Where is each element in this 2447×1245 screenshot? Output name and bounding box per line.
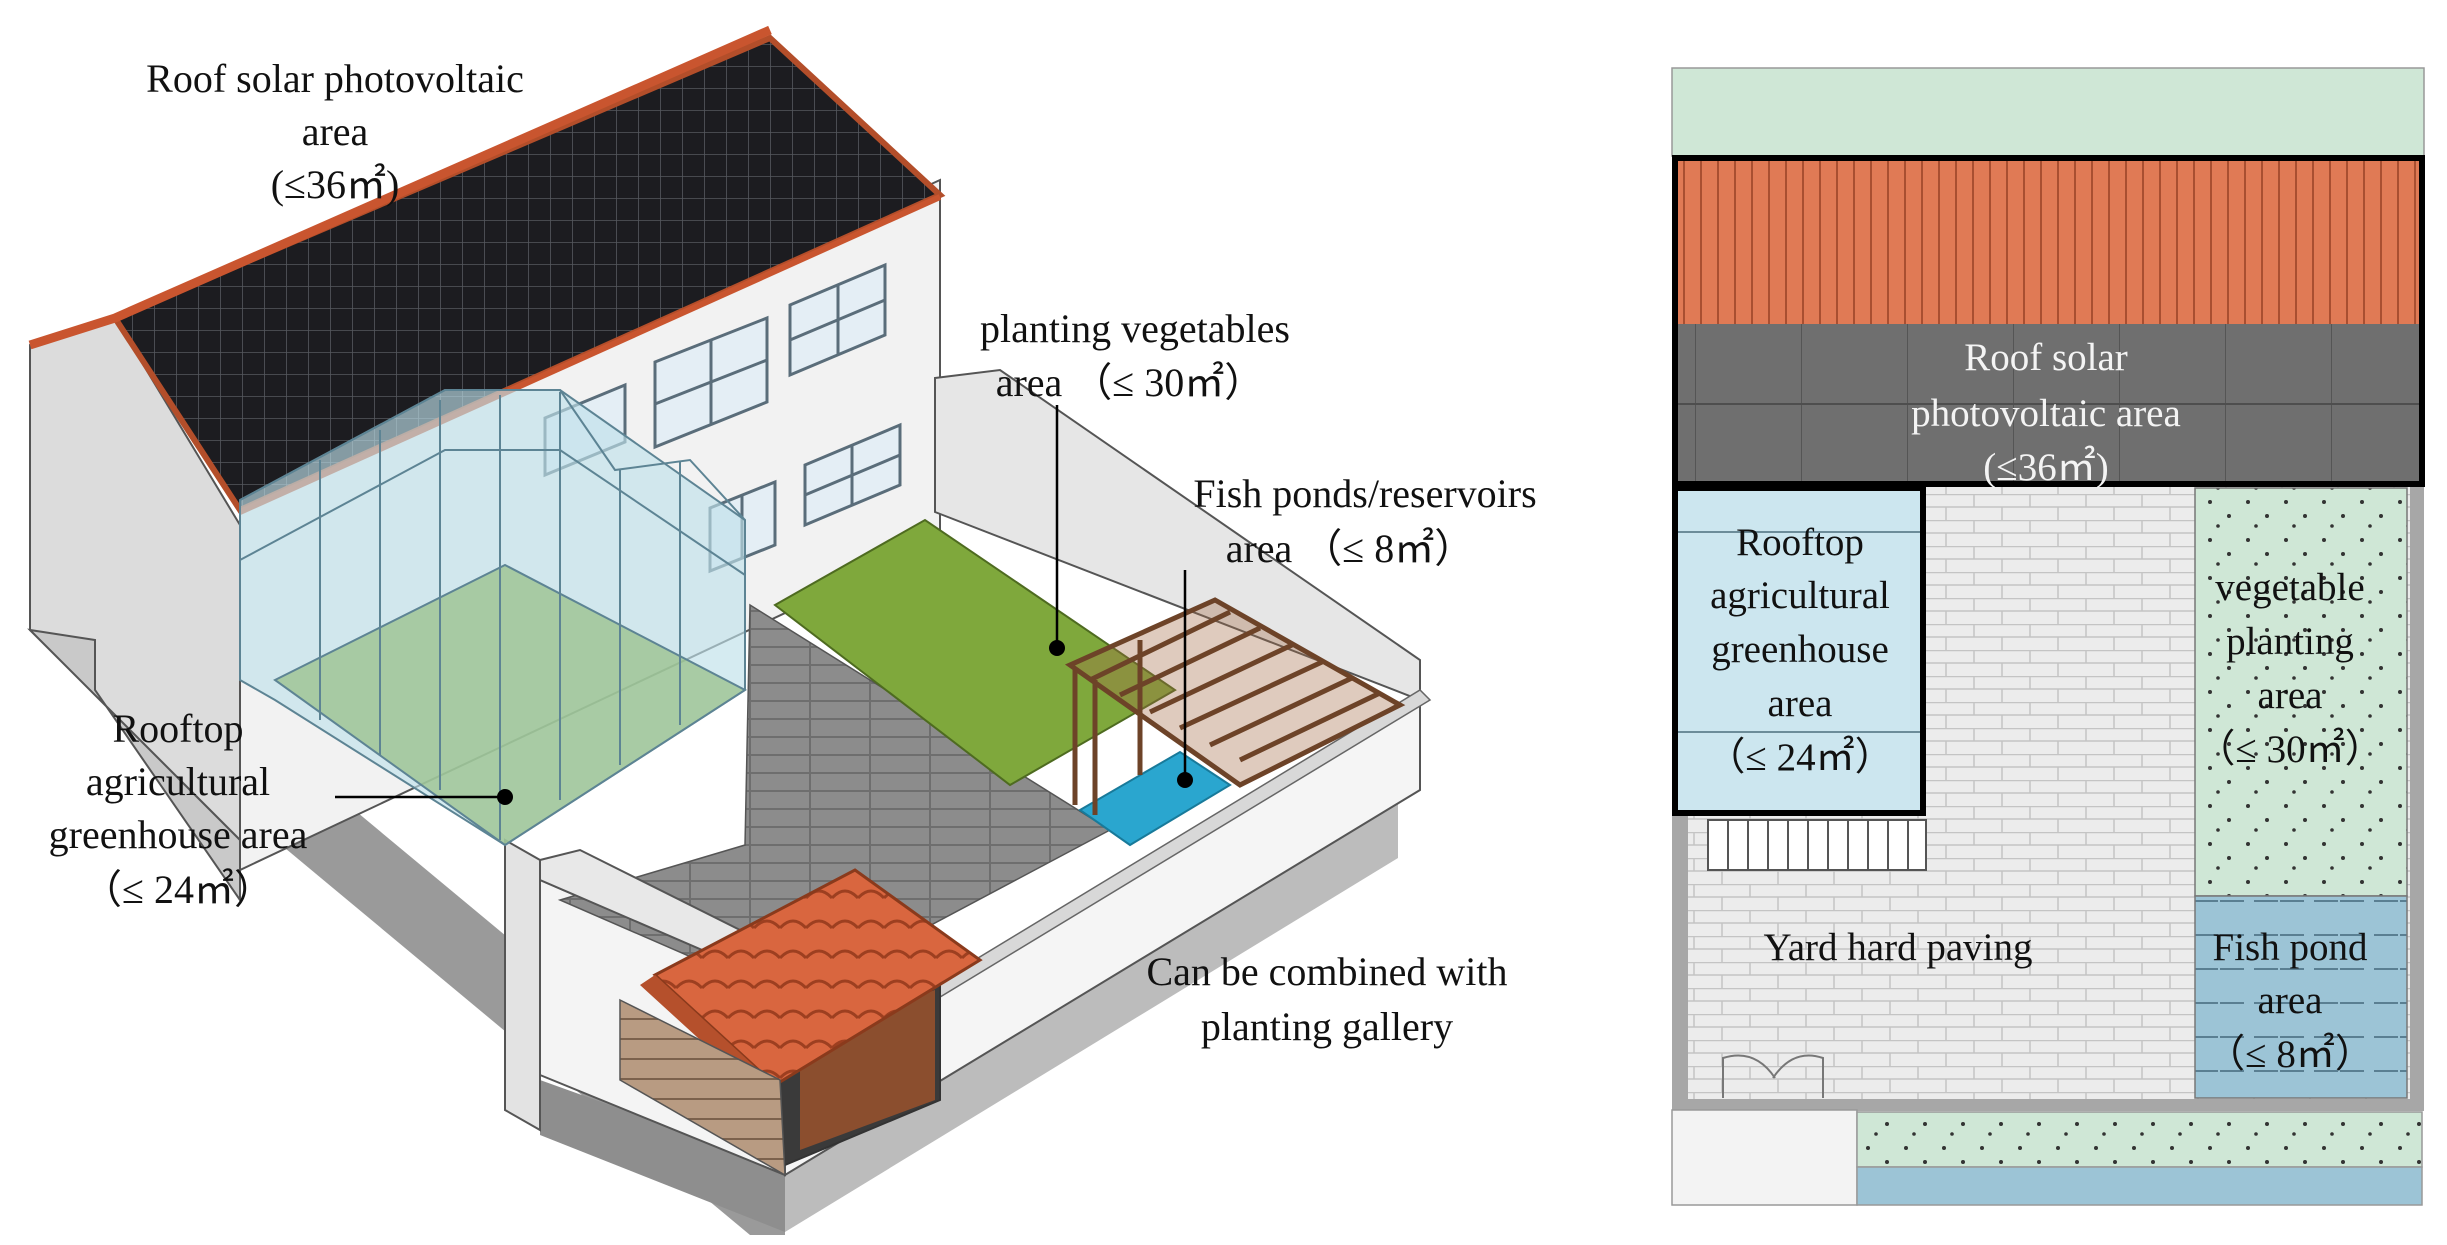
iso-roof-pv-line3: (≤36㎡): [271, 162, 400, 207]
gate: [619, 868, 983, 1177]
plan-roof-pv-line1: Roof solar: [1964, 336, 2128, 379]
plan-roof-frame: [1672, 155, 2425, 487]
iso-gallery-line2: planting gallery: [1201, 1004, 1453, 1049]
plan-gh-line3: greenhouse: [1711, 628, 1889, 671]
iso-gh-line1: Rooftop: [112, 706, 243, 751]
plan-bottom-blue: [1856, 1166, 2423, 1206]
plan-bottom-green: [1856, 1111, 2423, 1168]
iso-labels: Roof solar photovoltaic area (≤36㎡) plan…: [49, 56, 1537, 1049]
fish-pond: [1078, 750, 1232, 847]
iso-fish-line1: Fish ponds/reservoirs: [1193, 471, 1536, 516]
house-lower-left-wall: [27, 628, 241, 904]
iso-gh-line3: greenhouse area: [49, 812, 308, 857]
plan-view: [1671, 67, 2425, 1206]
plan-fish-line2: area: [2258, 979, 2323, 1022]
iso-gh-line2: agricultural: [86, 759, 270, 804]
iso-veg-line1: planting vegetables: [980, 306, 1290, 351]
iso-roof-pv-line2: area: [302, 109, 369, 154]
plan-gh-line1: Rooftop: [1736, 521, 1864, 564]
plan-gh-line4: area: [1768, 682, 1833, 725]
iso-gallery-line1: Can be combined with: [1146, 949, 1507, 994]
isometric-house: [27, 25, 1432, 1235]
plan-gate-door: [1722, 1054, 1824, 1098]
plan-fish-line3: （≤ 8㎡）: [2206, 1033, 2374, 1076]
iso-gh-line4: （≤ 24㎡）: [82, 867, 274, 912]
plan-labels: Roof solar photovoltaic area (≤36㎡) Roof…: [1706, 336, 2383, 1076]
iso-fish-line2: area （≤ 8㎡）: [1226, 526, 1475, 571]
iso-veg-line2: area （≤ 30㎡）: [996, 360, 1265, 405]
plan-gate-area: [1671, 1109, 1858, 1206]
plan-veg-line4: （≤ 30㎡）: [2196, 728, 2383, 771]
plan-gh-line2: agricultural: [1710, 574, 1890, 617]
leader-dots: [497, 640, 1193, 805]
plan-gh-line5: （≤ 24㎡）: [1706, 736, 1893, 779]
plan-fish-line1: Fish pond: [2213, 926, 2368, 969]
solar-roof: [110, 34, 946, 514]
courtyard-left-wall: [504, 838, 541, 1132]
plan-veg-line2: planting: [2226, 620, 2354, 663]
plan-veg-line1: vegetable: [2215, 566, 2364, 609]
plan-top-green: [1671, 67, 2425, 157]
yard-paving: [557, 603, 1112, 1001]
plan-vegetable-area: [2194, 487, 2408, 897]
plan-roof-pv-line3: (≤36㎡): [1983, 446, 2108, 489]
front-base: [540, 1080, 785, 1232]
plan-veg-line3: area: [2258, 674, 2323, 717]
leader-lines: [335, 405, 1187, 799]
greenhouse: [239, 389, 747, 847]
plan-roof-pv-line2: photovoltaic area: [1911, 392, 2181, 435]
plan-fish-area: [2194, 895, 2408, 1099]
plan-yard-line1: Yard hard paving: [1763, 926, 2032, 969]
iso-roof-pv-line1: Roof solar photovoltaic: [146, 56, 524, 101]
roof-ridge: [28, 25, 772, 350]
plan-greenhouse: [1672, 485, 1926, 816]
plan-stairs: [1707, 819, 1927, 871]
plan-roof-tiles: [1675, 158, 2422, 324]
pergola: [1064, 597, 1406, 815]
